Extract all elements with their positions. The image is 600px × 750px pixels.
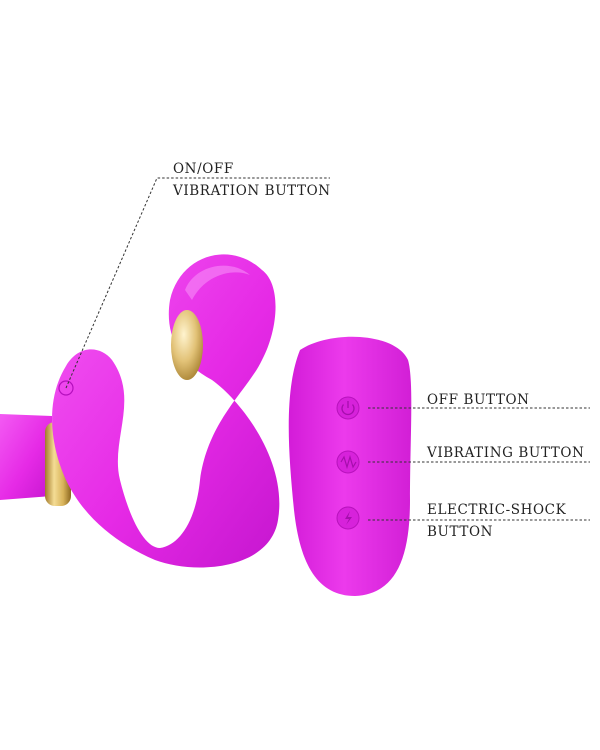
gold-pad: [171, 310, 203, 380]
vibration-wave-icon[interactable]: [336, 450, 360, 474]
leader-onoff: [65, 177, 330, 389]
shock-label-line2: BUTTON: [427, 524, 494, 540]
shock-label-line1: ELECTRIC-SHOCK: [427, 502, 567, 518]
power-icon[interactable]: [336, 396, 360, 420]
onoff-vibration-label: ON/OFF VIBRATION BUTTON: [173, 158, 331, 202]
body-highlight: [185, 265, 250, 300]
lightning-icon[interactable]: [336, 506, 360, 530]
vibrator-body: [52, 254, 280, 568]
onoff-button[interactable]: [58, 380, 74, 396]
vibrating-button-label: VIBRATING BUTTON: [427, 442, 584, 464]
vibrator-handle: [0, 414, 52, 500]
off-button-label: OFF BUTTON: [427, 389, 530, 411]
vibrating-button-label-text: VIBRATING BUTTON: [427, 445, 585, 461]
leader-lines: [65, 177, 590, 521]
electric-shock-button-label: ELECTRIC-SHOCK BUTTON: [427, 499, 566, 543]
onoff-label-line1: ON/OFF: [173, 161, 234, 177]
onoff-label-line2: VIBRATION BUTTON: [173, 183, 331, 199]
off-button-label-text: OFF BUTTON: [427, 392, 530, 408]
